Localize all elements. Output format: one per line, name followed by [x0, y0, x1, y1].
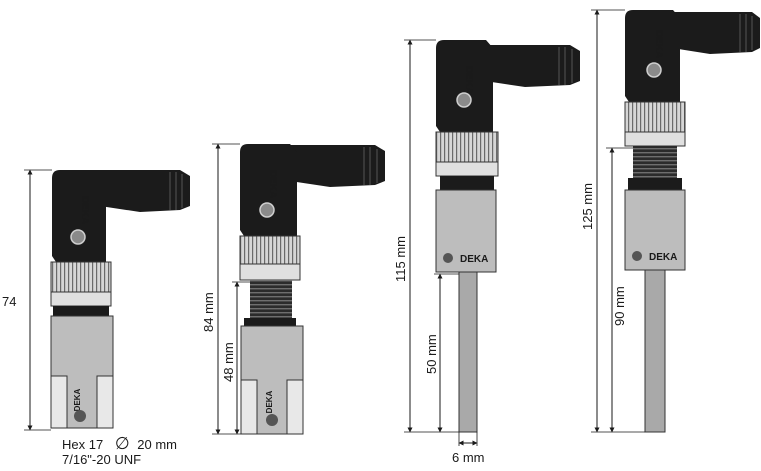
- brand-logo: DEKA: [79, 196, 90, 224]
- hex-size: Hex 17: [62, 437, 104, 452]
- body-logo: DEKA: [649, 252, 677, 263]
- boot-ribs: [558, 47, 573, 85]
- knurled-nut: [50, 261, 112, 293]
- sensor-3: DEKA DEKA: [404, 39, 580, 446]
- hex-face-left: [240, 379, 258, 435]
- boot-ribs: [363, 147, 378, 185]
- hex-ring: [50, 291, 112, 307]
- brand-logo: DEKA: [267, 170, 278, 198]
- seal-ring: [53, 306, 109, 316]
- sensor-4: DEKA DEKA: [591, 9, 760, 433]
- connector-head: [436, 40, 493, 132]
- brand-logo: DEKA: [653, 30, 664, 58]
- cable-boot: [100, 170, 190, 212]
- probe-tube: [644, 269, 666, 433]
- dim-label-115: 115 mm: [393, 236, 408, 282]
- cable-boot: [290, 145, 385, 187]
- seal-ring: [440, 176, 494, 190]
- dim-label-48: 48 mm: [221, 342, 236, 382]
- seal-ring: [244, 318, 296, 326]
- hex-size-note: Hex 17 ∅ 20 mm: [62, 434, 177, 454]
- connector-screw: [259, 202, 275, 218]
- knurled-nut: [435, 131, 499, 163]
- body-emblem: [266, 414, 278, 426]
- dim-label-125: 125 mm: [580, 183, 595, 230]
- hex-face-left: [50, 375, 68, 429]
- cable-boot: [485, 45, 580, 87]
- body-logo: DEKA: [265, 390, 274, 413]
- hex-face-right: [286, 379, 304, 435]
- dim-label-90: 90 mm: [612, 286, 627, 326]
- boot-ribs: [739, 14, 753, 52]
- connector-screw: [646, 62, 662, 78]
- knurled-nut: [624, 101, 686, 133]
- thread-section: [633, 146, 677, 178]
- dim-label-84: 84 mm: [201, 292, 216, 332]
- connector-head: [625, 10, 680, 102]
- dim-label-50: 50 mm: [424, 334, 439, 374]
- sensor-2: DEKA DEKA: [212, 143, 385, 435]
- connector-screw: [70, 229, 86, 245]
- connector-screw: [456, 92, 472, 108]
- hex-ring: [239, 263, 301, 281]
- sensor-1: DEKA DEKA: [24, 169, 190, 431]
- dim-label-6: 6 mm: [452, 450, 485, 465]
- connector-head: [240, 144, 297, 236]
- body-emblem: [74, 410, 86, 422]
- thread-spec: 7/16"-20 UNF: [62, 452, 142, 467]
- connector-head: [52, 170, 106, 262]
- body-logo: DEKA: [73, 388, 82, 411]
- body-logo: DEKA: [460, 254, 488, 265]
- body-emblem: [632, 251, 642, 261]
- cable-boot: [672, 12, 760, 54]
- hex-ring: [624, 131, 686, 147]
- knurled-nut: [239, 235, 301, 265]
- brand-logo: DEKA: [463, 66, 474, 94]
- diameter-symbol: ∅: [114, 434, 130, 453]
- boot-ribs: [169, 172, 183, 210]
- thread-section: [250, 280, 292, 318]
- dim-label-74: 74: [2, 294, 16, 309]
- probe-tube: [458, 271, 478, 433]
- hex-ring: [435, 161, 499, 177]
- hex-face-right: [96, 375, 114, 429]
- diameter-value: 20 mm: [137, 437, 177, 452]
- thread-spec-note: 7/16"-20 UNF: [62, 452, 141, 467]
- seal-ring: [628, 178, 682, 190]
- body-emblem: [443, 253, 453, 263]
